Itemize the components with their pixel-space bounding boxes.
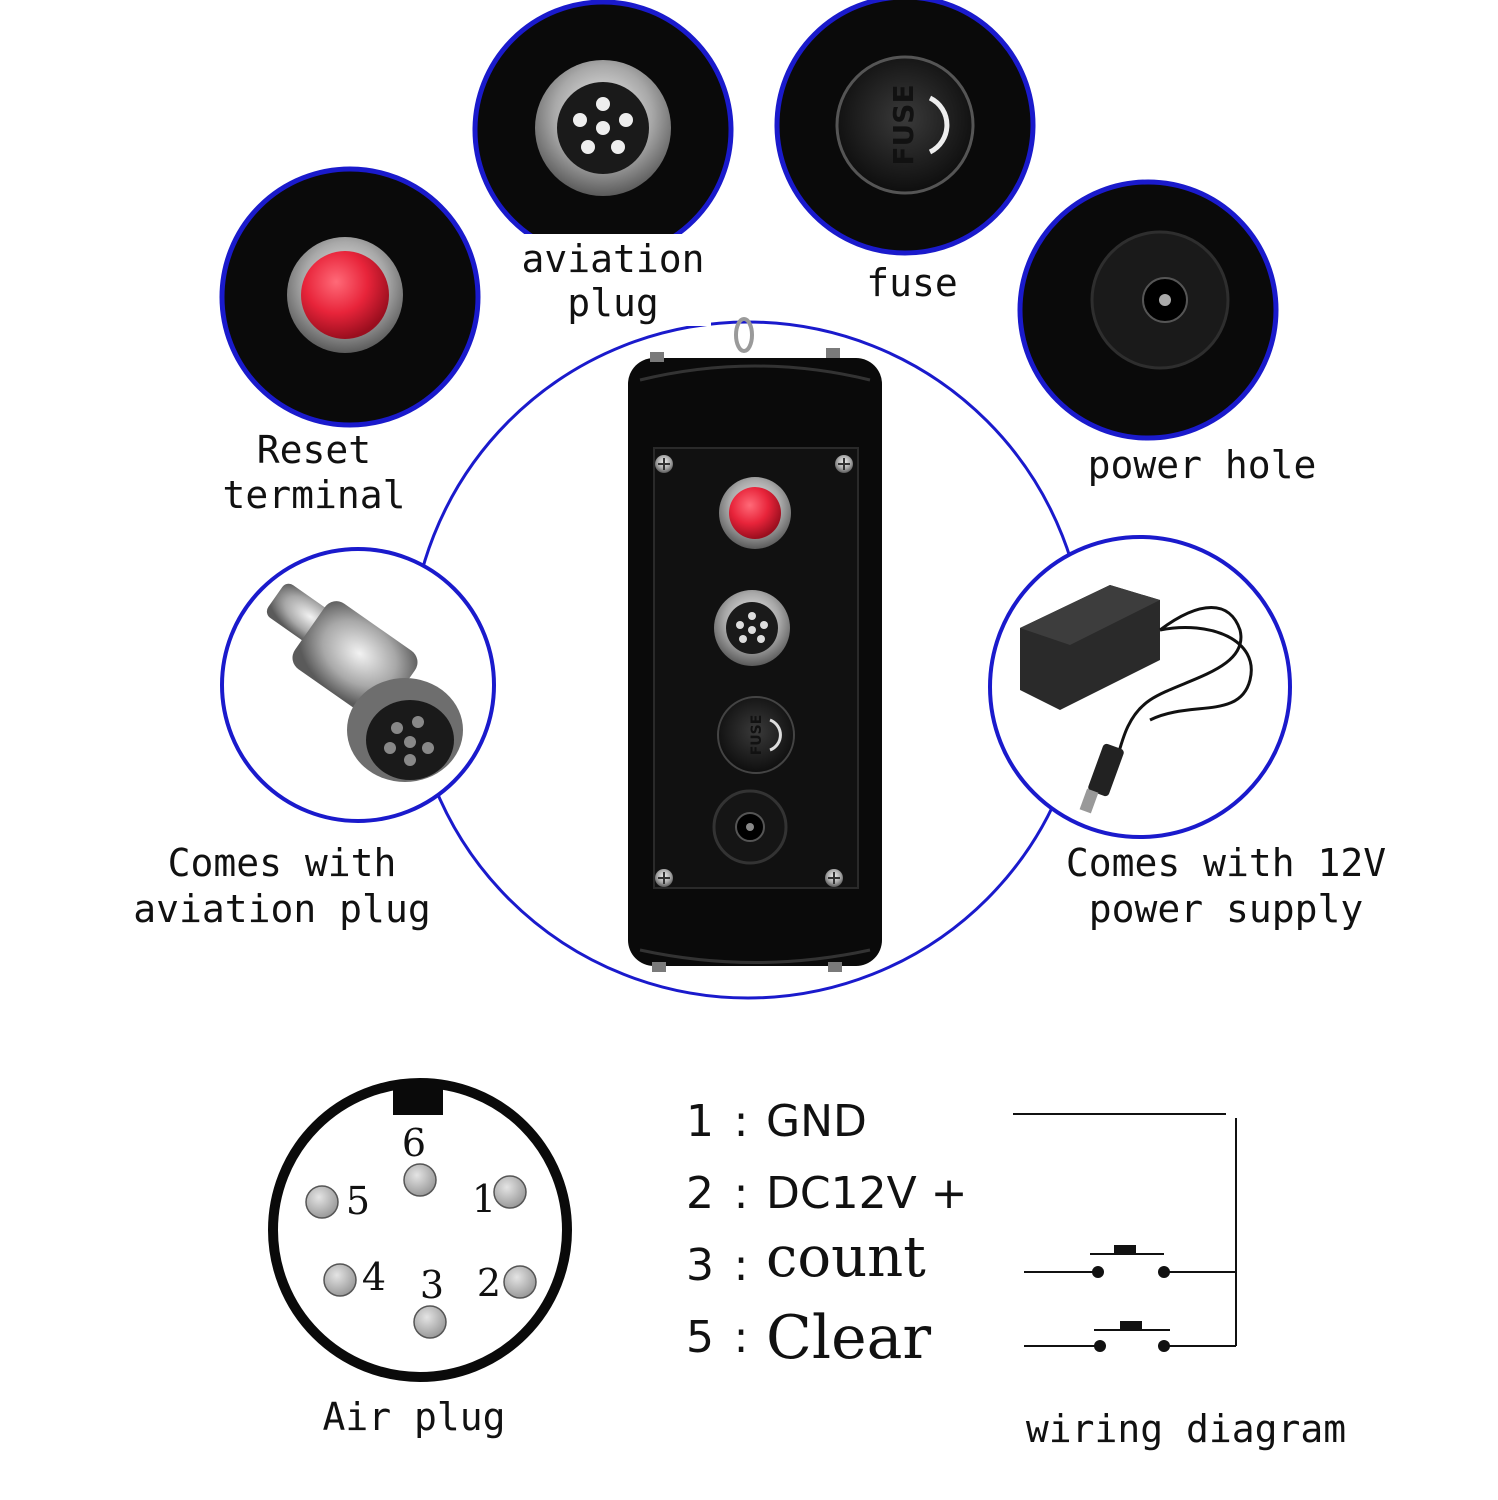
pinout-num: 2 [686, 1168, 714, 1219]
pin-label-1: 1 [472, 1177, 496, 1221]
pinout-sep: : [734, 1312, 749, 1363]
comes-plug-line2: aviation plug [133, 887, 430, 931]
screw-icon [835, 455, 853, 473]
pinout-row: 5 : Clear [686, 1303, 931, 1373]
comes-plug-line1: Comes with [168, 841, 397, 885]
hanging-ring-icon [734, 317, 754, 353]
pinout-row: 1 : GND [686, 1096, 867, 1147]
pinout-sep: : [734, 1096, 749, 1147]
screw-icon [655, 455, 673, 473]
callout-fuse: FUSE fuse [774, 0, 1036, 316]
callout-comes-plug: Comes with aviation plug [133, 547, 496, 931]
pin-label-3: 3 [420, 1263, 444, 1307]
pinout-num: 3 [686, 1240, 714, 1291]
wiring-diagram [1013, 1113, 1237, 1352]
callout-comes-power: Comes with 12V power supply [988, 535, 1386, 931]
pin-1 [493, 1175, 527, 1209]
device-reset-button[interactable] [719, 477, 791, 549]
reset-label-line2: terminal [222, 473, 405, 517]
air-plug-caption: Air plug [322, 1395, 505, 1439]
aviation-label-line2: plug [567, 281, 659, 325]
fuse-label: fuse [866, 261, 958, 305]
wiring-caption: wiring diagram [1026, 1407, 1346, 1451]
callout-power-hole: power hole [1017, 179, 1317, 487]
fuse-holder-icon: FUSE [835, 55, 975, 195]
pin-2 [503, 1265, 537, 1299]
pinout-row: 3 : count [686, 1225, 926, 1291]
comes-power-line1: Comes with 12V [1066, 841, 1386, 885]
screw-icon [655, 869, 673, 887]
pin-6 [403, 1163, 437, 1197]
pinout-label: count [766, 1225, 926, 1290]
comes-power-line2: power supply [1089, 887, 1364, 931]
pin-3 [413, 1305, 447, 1339]
screw-icon [825, 869, 843, 887]
fuse-text: FUSE [749, 715, 765, 756]
count-switch [1024, 1245, 1236, 1278]
callout-aviation: aviation plug [472, 0, 734, 326]
pin-label-6: 6 [402, 1121, 426, 1165]
aviation-socket-icon [535, 60, 671, 196]
device-aviation-socket[interactable] [714, 590, 790, 666]
pin-5 [305, 1185, 339, 1219]
pinout-list: 1 : GND 2 : DC12V + 3 : count 5 : Clear [686, 1096, 968, 1373]
aviation-plug-connector-icon [266, 583, 463, 782]
pinout-sep: : [734, 1168, 749, 1219]
aviation-label-line1: aviation [521, 237, 704, 281]
power-adapter-icon [1020, 585, 1253, 814]
pin-label-2: 2 [477, 1261, 501, 1305]
pin-4 [323, 1263, 357, 1297]
device-power-jack[interactable] [712, 789, 788, 865]
pinout-num: 5 [686, 1312, 714, 1363]
pin-label-5: 5 [346, 1179, 370, 1223]
air-plug-diagram: 6 5 1 4 3 2 Air plug [268, 1078, 572, 1439]
device-fuse-holder[interactable]: FUSE [717, 696, 795, 774]
pinout-label: DC12V + [766, 1168, 968, 1219]
dc-jack-icon [1090, 230, 1230, 370]
power-hole-label: power hole [1088, 443, 1317, 487]
reset-label-line1: Reset [257, 428, 371, 472]
red-reset-button-icon [287, 237, 403, 353]
pinout-label: GND [766, 1096, 867, 1147]
counter-device: FUSE [628, 317, 882, 972]
air-plug-key [393, 1083, 443, 1115]
pinout-num: 1 [686, 1096, 714, 1147]
fuse-text: FUSE [887, 84, 920, 165]
pinout-label: Clear [766, 1303, 931, 1373]
pinout-row: 2 : DC12V + [686, 1168, 968, 1219]
pin-label-4: 4 [362, 1255, 386, 1299]
clear-switch [1024, 1321, 1236, 1352]
pinout-sep: : [734, 1240, 749, 1291]
callout-reset: Reset terminal [219, 166, 481, 517]
